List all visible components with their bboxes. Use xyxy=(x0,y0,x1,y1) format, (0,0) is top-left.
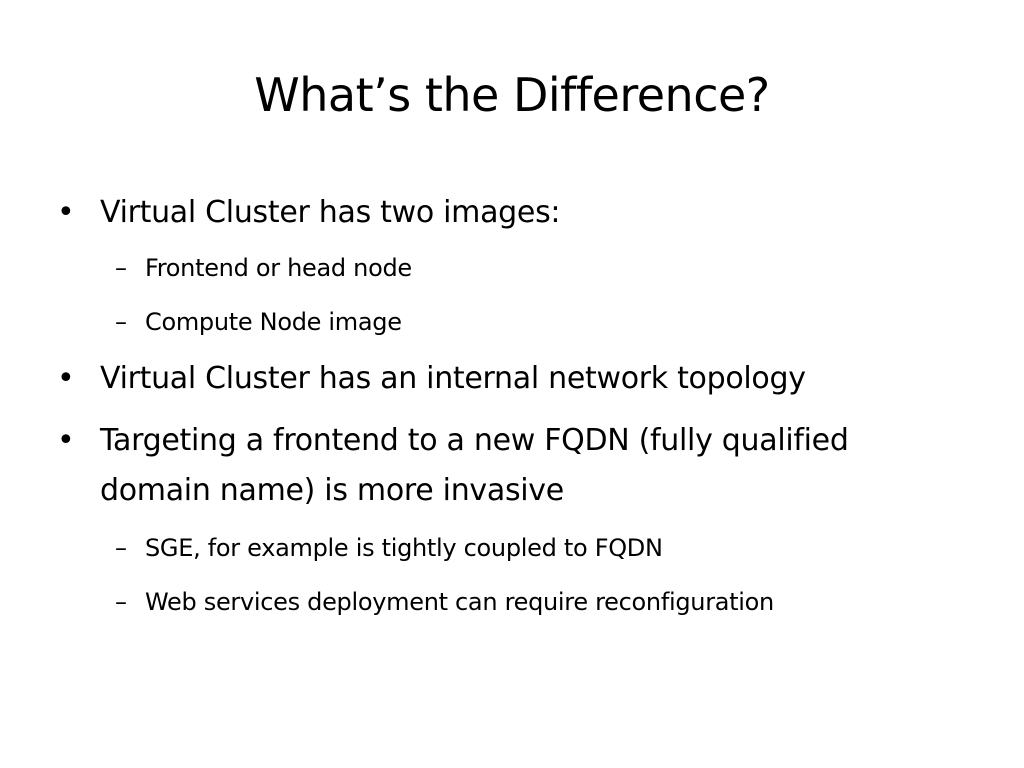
sub-bullet-text: SGE, for example is tightly coupled to F… xyxy=(145,534,663,562)
dash-marker: – xyxy=(115,534,127,562)
dash-marker: – xyxy=(115,254,127,282)
bullet-text: Targeting a frontend to a new FQDN (full… xyxy=(100,423,849,508)
bullet-marker: • xyxy=(57,195,75,230)
sub-bullet-item: – Compute Node image xyxy=(57,302,977,342)
bullet-item: • Targeting a frontend to a new FQDN (fu… xyxy=(57,416,857,516)
bullet-marker: • xyxy=(57,361,75,396)
sub-bullet-text: Compute Node image xyxy=(145,308,402,336)
dash-marker: – xyxy=(115,588,127,616)
sub-bullet-text: Frontend or head node xyxy=(145,254,412,282)
bullet-item: • Virtual Cluster has two images: xyxy=(57,188,977,238)
slide-title: What’s the Difference? xyxy=(254,68,770,122)
sub-bullet-item: – SGE, for example is tightly coupled to… xyxy=(57,528,977,568)
sub-bullet-item: – Frontend or head node xyxy=(57,248,977,288)
sub-bullet-text: Web services deployment can require reco… xyxy=(145,588,774,616)
bullet-marker: • xyxy=(57,423,75,458)
bullet-text: Virtual Cluster has an internal network … xyxy=(100,361,806,396)
bullet-item: • Virtual Cluster has an internal networ… xyxy=(57,354,977,404)
sub-bullet-item: – Web services deployment can require re… xyxy=(57,582,977,622)
dash-marker: – xyxy=(115,308,127,336)
bullet-text: Virtual Cluster has two images: xyxy=(100,195,561,230)
